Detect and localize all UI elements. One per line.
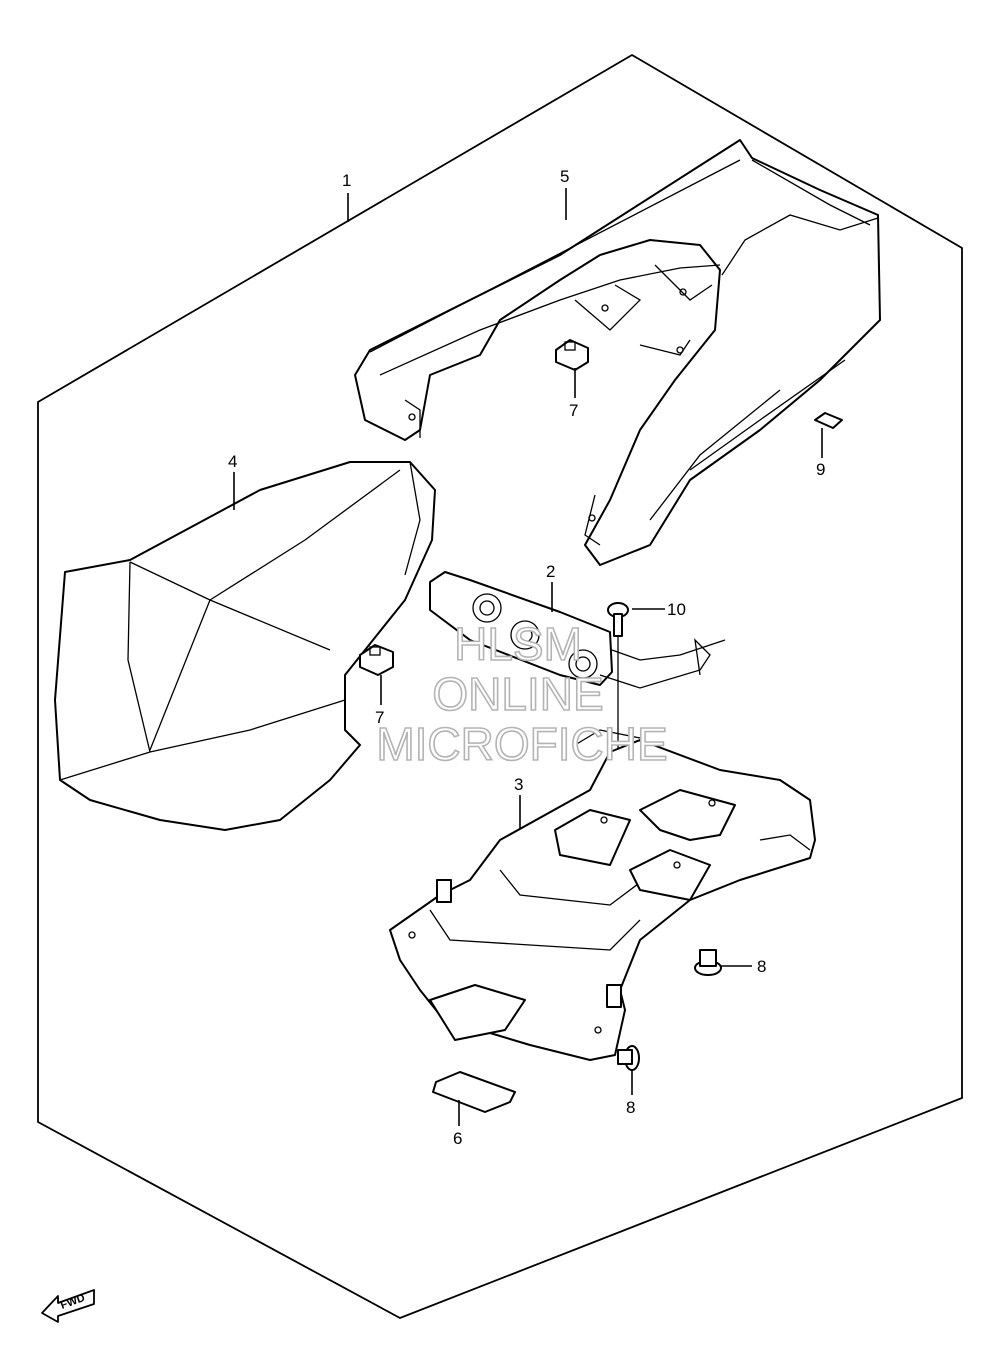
watermark-line-2: ONLINE xyxy=(432,668,603,720)
callout-5: 5 xyxy=(560,167,569,186)
part-7-clip-lower xyxy=(359,644,394,676)
fwd-arrow-icon: FWD xyxy=(41,1289,95,1323)
callout-4: 4 xyxy=(228,452,237,471)
part-8-bolt-lower xyxy=(617,1045,640,1071)
part-8-bolt-right xyxy=(694,949,722,976)
part-7-clip-upper xyxy=(555,339,589,371)
callout-6: 6 xyxy=(453,1129,462,1148)
callout-9: 9 xyxy=(816,460,825,479)
callout-8-lower: 8 xyxy=(626,1098,635,1117)
callout-8-right: 8 xyxy=(757,957,766,976)
kit-boundary-frame xyxy=(37,53,963,1319)
part-5-seat-cowl xyxy=(354,139,881,566)
callout-2: 2 xyxy=(546,562,555,581)
part-2-bracket xyxy=(429,571,726,689)
watermark-line-1: HLSM xyxy=(454,618,582,670)
part-6-pad xyxy=(432,1071,516,1113)
callout-1: 1 xyxy=(342,171,351,190)
part-4-seat xyxy=(54,461,436,831)
part-9-pad xyxy=(814,412,843,429)
callout-7-lower: 7 xyxy=(375,708,384,727)
callout-10: 10 xyxy=(667,600,686,619)
callout-7-upper: 7 xyxy=(569,401,578,420)
watermark-line-3: MICROFICHE xyxy=(376,718,667,770)
part-3-frame xyxy=(389,729,816,1061)
callout-3: 3 xyxy=(514,775,523,794)
